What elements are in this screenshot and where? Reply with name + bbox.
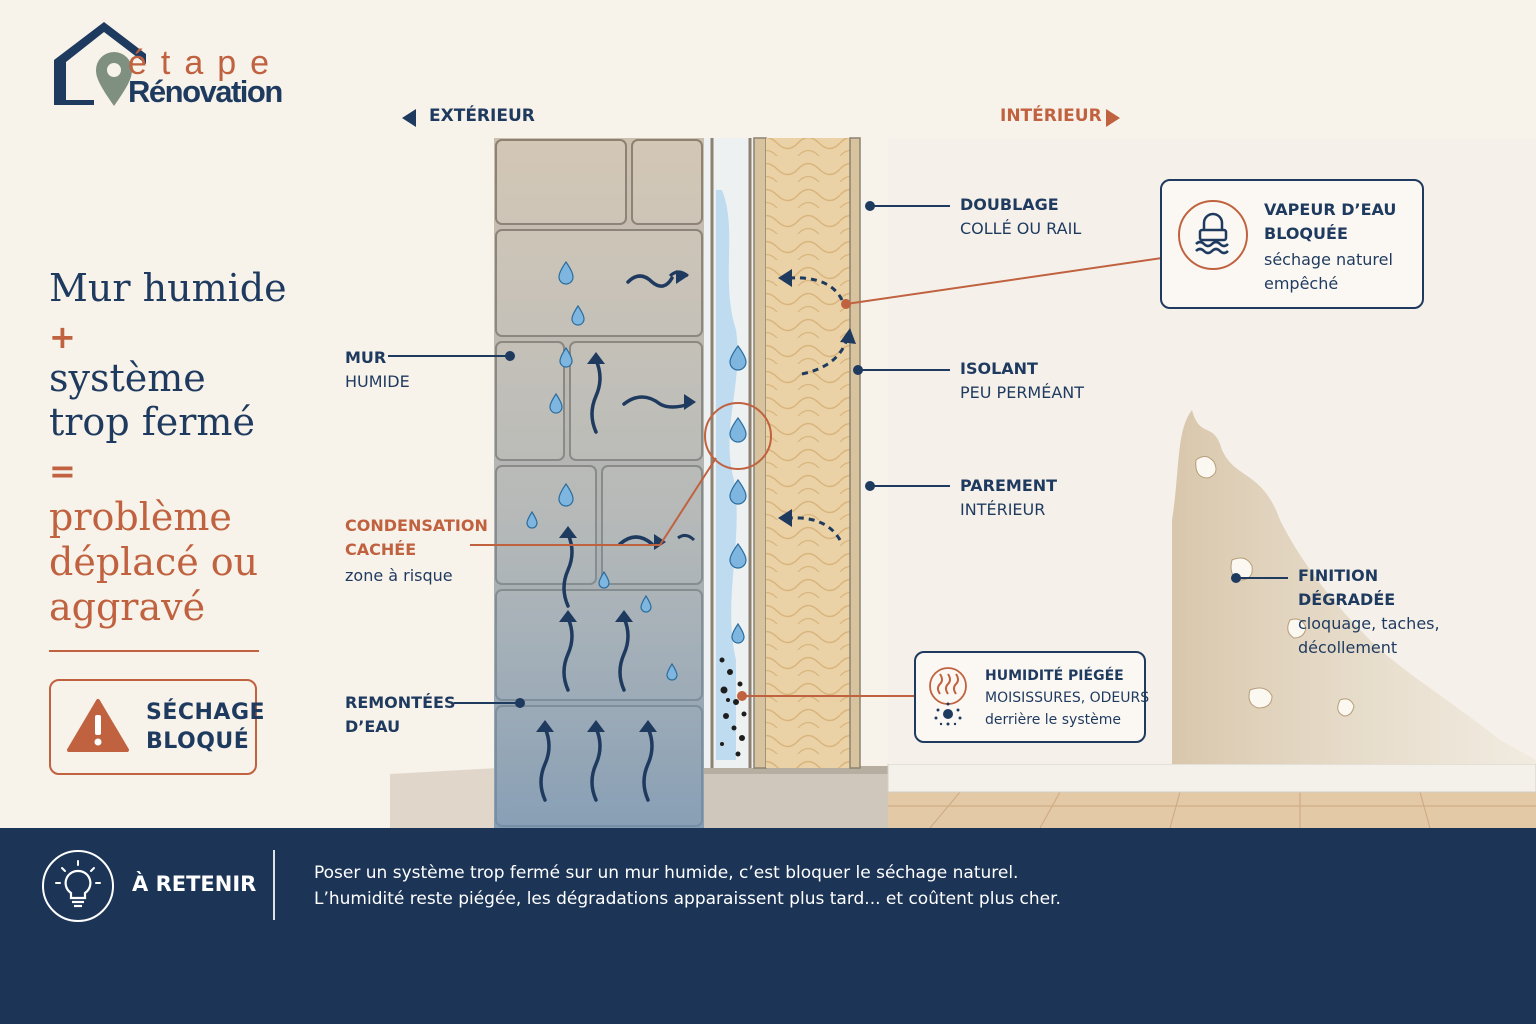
label-finition-title-1: FINITION <box>1298 566 1379 585</box>
label-finition-title-2: DÉGRADÉE <box>1298 590 1396 609</box>
headline-line-6: aggravé <box>49 585 206 629</box>
humidite-piegee-box <box>914 651 1146 743</box>
humidite-title: HUMIDITÉ PIÉGÉE <box>985 668 1124 684</box>
headline-equals: = <box>49 452 76 490</box>
warning-box <box>49 679 257 775</box>
exterior-ground <box>390 768 498 828</box>
wood-floor <box>888 792 1536 828</box>
takeaway-title: À RETENIR <box>132 872 257 896</box>
headline-separator <box>49 650 259 652</box>
vapour-lock-icon <box>1178 200 1248 270</box>
headline-plus: + <box>49 318 76 356</box>
condensation-highlight-circle <box>704 402 772 470</box>
takeaway-band <box>0 828 1536 1024</box>
interior-label: INTÉRIEUR <box>1000 106 1102 126</box>
headline-line-3: trop fermé <box>49 400 255 444</box>
warning-text-line-2: BLOQUÉ <box>146 729 250 754</box>
label-mur-title: MUR <box>345 348 387 367</box>
mold-spots <box>719 657 747 757</box>
arrow-right-icon <box>1106 109 1120 127</box>
label-finition-sub-1: cloquage, taches, <box>1298 614 1440 633</box>
warning-icon <box>67 699 129 752</box>
label-condensation-sub: zone à risque <box>345 566 453 585</box>
etape-renovation-logo <box>54 22 146 106</box>
headline-line-5: déplacé ou <box>49 540 259 584</box>
vapeur-sub-1: séchage naturel <box>1264 250 1393 269</box>
facing-panel <box>849 137 861 769</box>
label-condensation-title-2: CACHÉE <box>345 540 417 559</box>
label-parement-sub: INTÉRIEUR <box>960 500 1046 519</box>
label-remontees-title-1: REMONTÉES <box>345 693 456 712</box>
warning-text-line-1: SÉCHAGE <box>146 700 266 725</box>
exterior-label: EXTÉRIEUR <box>429 106 535 126</box>
arrow-left-icon <box>402 109 416 127</box>
wall-cross-section-diagram <box>388 137 1536 828</box>
label-remontees-eau: REMONTÉES D’EAU <box>345 691 455 739</box>
label-finition-sub-2: décollement <box>1298 638 1398 657</box>
label-condensation-cachee: CONDENSATION CACHÉE zone à risque <box>345 514 488 588</box>
takeaway-separator <box>273 850 275 920</box>
vapeur-title-2: BLOQUÉE <box>1264 224 1348 243</box>
wet-zone <box>494 138 704 828</box>
headline-line-4: problème <box>49 495 232 539</box>
vapeur-box-text: VAPEUR D’EAU BLOQUÉE séchage naturel emp… <box>1264 198 1396 296</box>
label-isolant-title: ISOLANT <box>960 359 1038 378</box>
rust-leader-lines <box>470 257 1163 697</box>
lateral-moisture-arrows <box>618 274 692 546</box>
label-doublage-sub: COLLÉ OU RAIL <box>960 219 1082 238</box>
baseboard <box>887 763 1536 793</box>
label-mur-sub: HUMIDE <box>345 372 410 391</box>
label-doublage-title: DOUBLAGE <box>960 195 1059 214</box>
label-finition-degradee: FINITION DÉGRADÉE cloquage, taches, déco… <box>1298 564 1440 660</box>
trapped-humidity-icon <box>929 667 967 726</box>
insulation-layer <box>766 138 850 768</box>
label-remontees-title-2: D’EAU <box>345 717 401 736</box>
humidite-line-1: MOISISSURES, ODEURS <box>985 690 1150 706</box>
headline-line-2: système <box>49 356 206 400</box>
headline-line-1: Mur humide <box>49 266 287 310</box>
takeaway-line-2: L’humidité reste piégée, les dégradation… <box>314 889 1061 909</box>
location-pin-icon <box>96 52 132 106</box>
vapeur-title-1: VAPEUR D’EAU <box>1264 200 1397 219</box>
takeaway-line-1: Poser un système trop fermé sur un mur h… <box>314 863 1019 883</box>
takeaway-text: Poser un système trop fermé sur un mur h… <box>314 860 1464 912</box>
label-parement-title: PAREMENT <box>960 476 1058 495</box>
label-isolant: ISOLANT PEU PERMÉANT <box>960 357 1084 405</box>
water-drops <box>526 260 747 681</box>
house-logo-icon <box>54 22 146 104</box>
rising-moisture-arrows <box>539 358 654 802</box>
label-parement: PAREMENT INTÉRIEUR <box>960 474 1057 522</box>
logo-text-renovation: Rénovation <box>128 74 283 109</box>
navy-leader-lines <box>388 205 1288 704</box>
vapeur-sub-2: empêché <box>1264 274 1339 293</box>
lightbulb-icon <box>42 850 114 922</box>
condensation-film <box>716 190 738 760</box>
label-mur-humide: MUR HUMIDE <box>345 346 410 394</box>
concrete-slab <box>700 768 888 828</box>
wall-stain <box>1172 410 1536 764</box>
humidite-line-2: derrière le système <box>985 712 1121 728</box>
humidite-box-text: HUMIDITÉ PIÉGÉE MOISISSURES, ODEURS derr… <box>985 665 1149 731</box>
logo-text-etape: étape <box>128 44 284 82</box>
label-doublage: DOUBLAGE COLLÉ OU RAIL <box>960 193 1081 241</box>
label-isolant-sub: PEU PERMÉANT <box>960 383 1085 402</box>
label-condensation-title-1: CONDENSATION <box>345 516 488 535</box>
